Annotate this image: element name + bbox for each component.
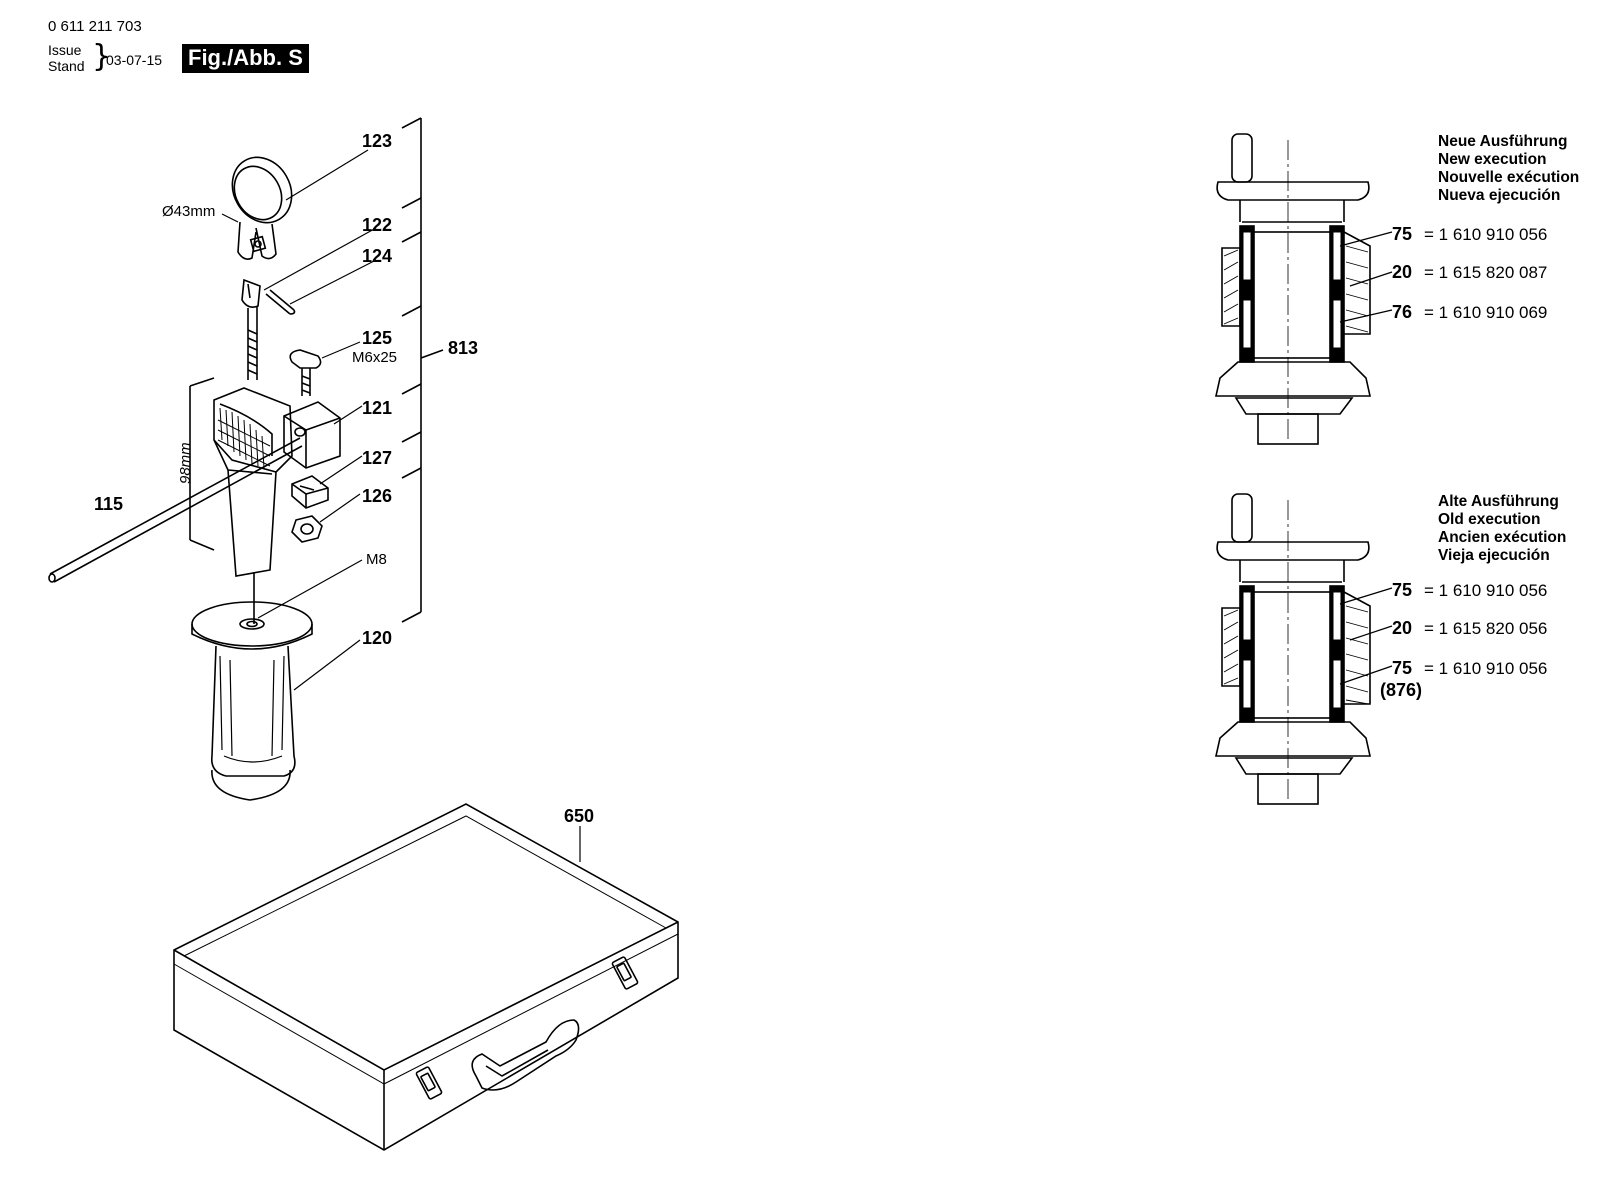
- spindle-old-execution: [1215, 493, 1371, 805]
- old-assembly-ref: (876): [1380, 680, 1422, 700]
- new-part-ref-3: 76: [1392, 302, 1412, 322]
- dimension-depth-length: 98mm: [177, 442, 194, 484]
- depth-dimension-98mm: [189, 377, 215, 551]
- old-part-ref-2: 20: [1392, 618, 1412, 638]
- callout-120: 120: [362, 628, 392, 648]
- clamp-block-121: [283, 401, 341, 469]
- depth-stop-housing: [213, 387, 293, 577]
- dimension-screw-spec: M6x25: [352, 349, 397, 366]
- old-part-number-1: = 1 610 910 056: [1424, 581, 1547, 600]
- auxiliary-handle-120: [191, 572, 313, 801]
- callout-813: 813: [448, 338, 478, 358]
- depth-rod-115: [48, 437, 303, 583]
- callout-126: 126: [362, 486, 392, 506]
- old-part-ref-1: 75: [1392, 580, 1412, 600]
- document-number: 0 611 211 703: [48, 18, 142, 35]
- assembly-bracket-813: [401, 117, 444, 623]
- spindle-leader-lines: [1339, 231, 1393, 685]
- new-part-ref-1: 75: [1392, 224, 1412, 244]
- old-part-number-2: = 1 615 820 056: [1424, 619, 1547, 638]
- dimension-nut-spec: M8: [366, 551, 387, 568]
- callout-125: 125: [362, 328, 392, 348]
- hex-nut-126: [291, 515, 323, 543]
- clamp-ring-123: [231, 156, 293, 260]
- old-execution-es: Vieja ejecución: [1438, 547, 1550, 564]
- new-part-number-2: = 1 615 820 087: [1424, 263, 1547, 282]
- callout-115: 115: [94, 494, 123, 514]
- new-part-number-1: = 1 610 910 056: [1424, 225, 1547, 244]
- callout-123: 123: [362, 131, 392, 151]
- issue-label-en: Issue: [48, 42, 82, 58]
- old-part-number-3: = 1 610 910 056: [1424, 659, 1547, 678]
- new-execution-es: Nueva ejecución: [1438, 187, 1560, 204]
- callout-121: 121: [362, 398, 392, 418]
- spindle-new-execution: [1215, 133, 1371, 445]
- new-execution-de: Neue Ausführung: [1438, 133, 1567, 150]
- pin-124: [265, 289, 296, 315]
- new-part-ref-2: 20: [1392, 262, 1412, 282]
- wing-screw-125: [289, 349, 322, 396]
- old-part-ref-3: 75: [1392, 658, 1412, 678]
- issue-brace: }: [92, 39, 112, 74]
- issue-label: Issue Stand: [48, 42, 85, 74]
- new-part-number-3: = 1 610 910 069: [1424, 303, 1547, 322]
- issue-date: 03-07-15: [106, 52, 163, 68]
- callout-650: 650: [564, 806, 594, 826]
- figure-label: Fig./Abb. S: [182, 44, 309, 73]
- old-execution-en: Old execution: [1438, 511, 1541, 528]
- leader-lines: [221, 149, 581, 862]
- carry-case-650: [173, 803, 679, 1151]
- old-execution-fr: Ancien exécution: [1438, 529, 1566, 546]
- new-execution-en: New execution: [1438, 151, 1547, 168]
- new-execution-fr: Nouvelle exécution: [1438, 169, 1579, 186]
- clamp-bolt-122: [241, 278, 261, 380]
- square-nut-127: [291, 475, 329, 509]
- callout-124: 124: [362, 246, 392, 266]
- issue-label-de: Stand: [48, 58, 85, 74]
- callout-122: 122: [362, 215, 392, 235]
- callout-127: 127: [362, 448, 392, 468]
- old-execution-de: Alte Ausführung: [1438, 493, 1559, 510]
- dimension-ring-diameter: Ø43mm: [162, 203, 215, 220]
